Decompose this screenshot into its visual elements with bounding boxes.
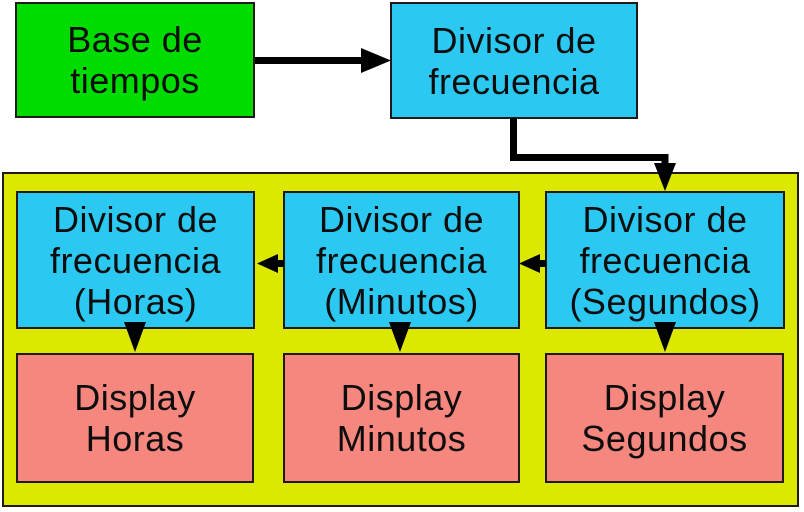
block-divisor-frecuencia: Divisor de frecuencia: [390, 2, 638, 119]
block-display-segundos: Display Segundos: [545, 353, 784, 483]
block-divisor-minutos-label: Divisor de frecuencia (Minutos): [315, 198, 488, 322]
block-display-horas: Display Horas: [16, 353, 254, 483]
block-display-horas-label: Display Horas: [74, 377, 196, 459]
block-display-minutos: Display Minutos: [283, 353, 520, 483]
block-display-segundos-label: Display Segundos: [581, 377, 748, 459]
block-display-minutos-label: Display Minutos: [336, 377, 467, 459]
block-divisor-frecuencia-label: Divisor de frecuencia: [428, 19, 600, 102]
block-divisor-segundos-label: Divisor de frecuencia (Segundos): [569, 198, 761, 322]
arrow-base-to-divisor-head: [361, 48, 391, 73]
arrow-base-to-divisor: [255, 48, 391, 73]
block-divisor-horas-label: Divisor de frecuencia (Horas): [49, 198, 222, 322]
block-divisor-horas: Divisor de frecuencia (Horas): [16, 191, 255, 329]
block-divisor-segundos: Divisor de frecuencia (Segundos): [545, 191, 785, 329]
block-base-de-tiempos: Base de tiempos: [15, 2, 255, 118]
block-base-de-tiempos-label: Base de tiempos: [67, 19, 203, 101]
block-divisor-minutos: Divisor de frecuencia (Minutos): [283, 191, 520, 329]
arrow-divisor-to-segundos-stem: [510, 118, 669, 166]
